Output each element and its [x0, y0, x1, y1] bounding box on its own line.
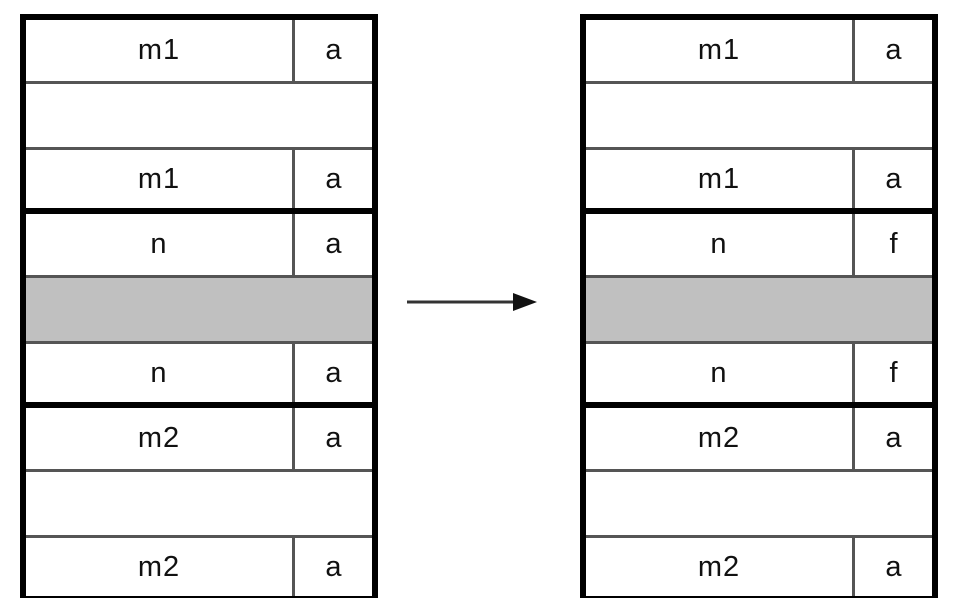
row-main-label: m1: [697, 34, 741, 66]
row-side-label: a: [852, 408, 932, 469]
row-side-label: a: [852, 150, 932, 208]
row-main-label: m2: [697, 550, 741, 583]
row-side-label: a: [852, 20, 932, 81]
row-main-label: [26, 472, 372, 535]
row-side-label: a: [292, 408, 372, 469]
row-main-label: n: [710, 356, 728, 389]
table-before-region-3: m2 a m2 a: [26, 402, 372, 596]
table-row: n a: [26, 341, 372, 402]
row-main-label: [586, 472, 932, 535]
row-main-label: [586, 278, 932, 341]
row-main-label: [586, 84, 932, 147]
row-side-label: f: [852, 344, 932, 402]
row-side-label: a: [292, 150, 372, 208]
row-main-label: m1: [137, 162, 181, 195]
table-row: m1 a: [26, 20, 372, 81]
table-before: m1 a m1 a n a n a: [20, 14, 378, 598]
row-main-label: n: [150, 356, 168, 389]
row-main-label: m1: [137, 34, 181, 66]
table-row: m1 a: [26, 147, 372, 208]
right-arrow-icon: [405, 285, 540, 319]
table-row-shaded: [586, 275, 932, 341]
table-row-empty: [26, 81, 372, 147]
table-row: m2 a: [586, 408, 932, 469]
table-after: m1 a m1 a n f n f: [580, 14, 938, 598]
row-main-label: n: [710, 228, 728, 260]
table-row: n a: [26, 214, 372, 275]
table-before-region-1: m1 a m1 a: [26, 20, 372, 208]
row-side-label: a: [292, 538, 372, 596]
table-row-empty: [586, 81, 932, 147]
table-after-region-2: n f n f: [586, 208, 932, 402]
row-side-label: a: [292, 344, 372, 402]
table-row: m2 a: [26, 408, 372, 469]
row-side-label: a: [292, 20, 372, 81]
row-side-label: a: [292, 214, 372, 275]
row-main-label: m2: [137, 422, 181, 454]
row-side-label: f: [852, 214, 932, 275]
table-row: m1 a: [586, 147, 932, 208]
table-after-region-1: m1 a m1 a: [586, 20, 932, 208]
table-row: m1 a: [586, 20, 932, 81]
table-row: m2 a: [586, 535, 932, 596]
row-main-label: m2: [137, 550, 181, 583]
table-row: m2 a: [26, 535, 372, 596]
row-side-label: a: [852, 538, 932, 596]
row-main-label: [26, 278, 372, 341]
row-main-label: n: [150, 228, 168, 260]
table-row: n f: [586, 214, 932, 275]
row-main-label: [26, 84, 372, 147]
table-row: n f: [586, 341, 932, 402]
row-main-label: m1: [697, 162, 741, 195]
table-row-empty: [26, 469, 372, 535]
table-row-empty: [586, 469, 932, 535]
table-before-region-2: n a n a: [26, 208, 372, 402]
row-main-label: m2: [697, 422, 741, 454]
table-row-shaded: [26, 275, 372, 341]
table-after-region-3: m2 a m2 a: [586, 402, 932, 596]
